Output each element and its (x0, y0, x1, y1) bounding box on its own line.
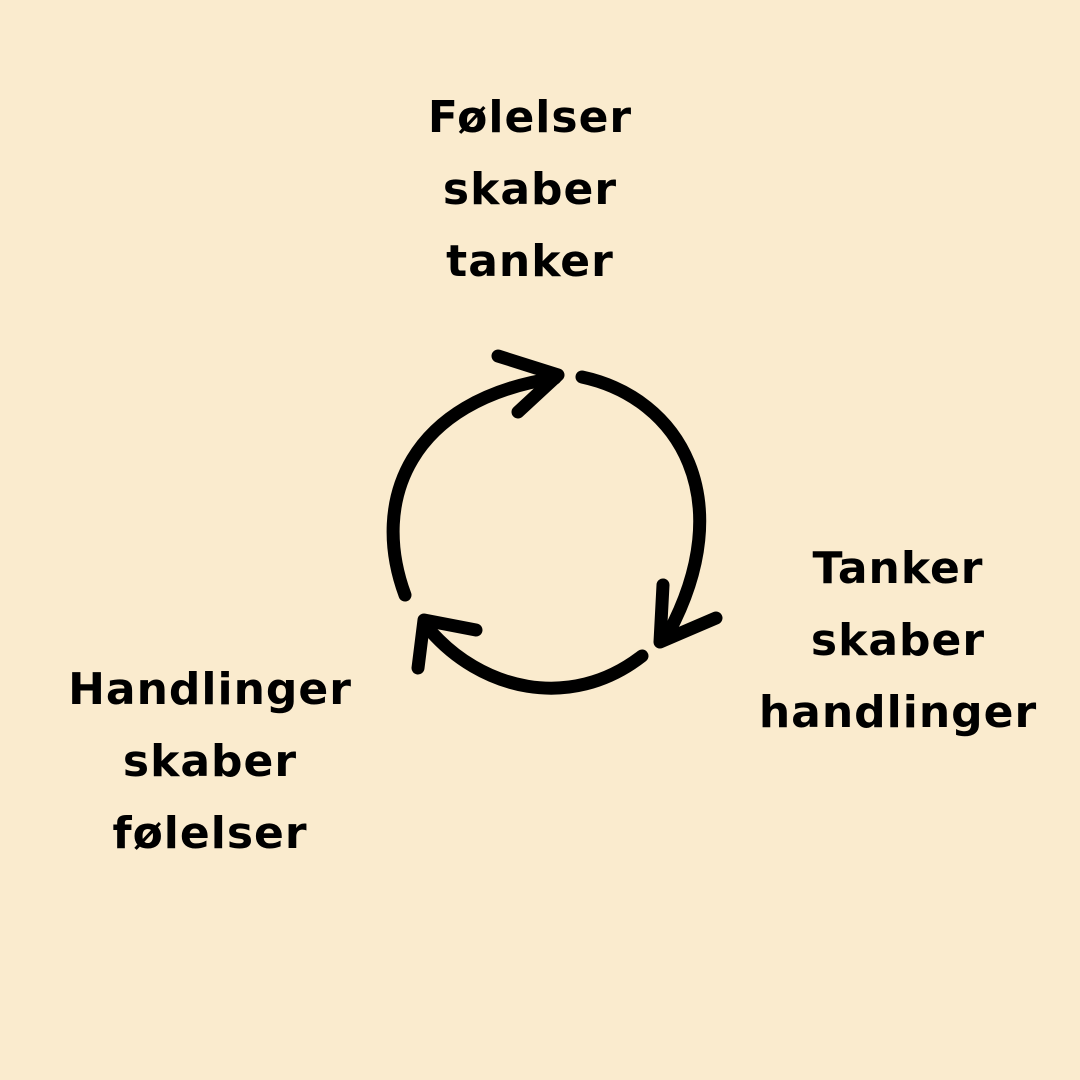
label-left-line-3: følelser (112, 808, 308, 859)
label-right-line-2: skaber (810, 615, 986, 666)
label-left-line-1: Handlinger (68, 664, 352, 715)
arrowhead-top (491, 349, 565, 419)
label-right-line-1: Tanker (812, 543, 984, 594)
label-top-line-1: Følelser (427, 92, 633, 143)
label-feelings-create-thoughts: Følelser skaber tanker (380, 82, 680, 298)
arc-right-to-left (421, 621, 649, 695)
label-thoughts-create-actions: Tanker skaber handlinger (748, 533, 1048, 749)
label-left-line-2: skaber (122, 736, 298, 787)
label-actions-create-feelings: Handlinger skaber følelser (60, 654, 360, 870)
arc-top-to-right (575, 370, 707, 641)
label-top-line-3: tanker (446, 236, 614, 287)
arrowhead-right (653, 578, 723, 649)
arc-left-to-top (386, 371, 562, 602)
label-right-line-3: handlinger (758, 687, 1038, 738)
label-top-line-2: skaber (442, 164, 618, 215)
arrowhead-left (411, 613, 483, 675)
